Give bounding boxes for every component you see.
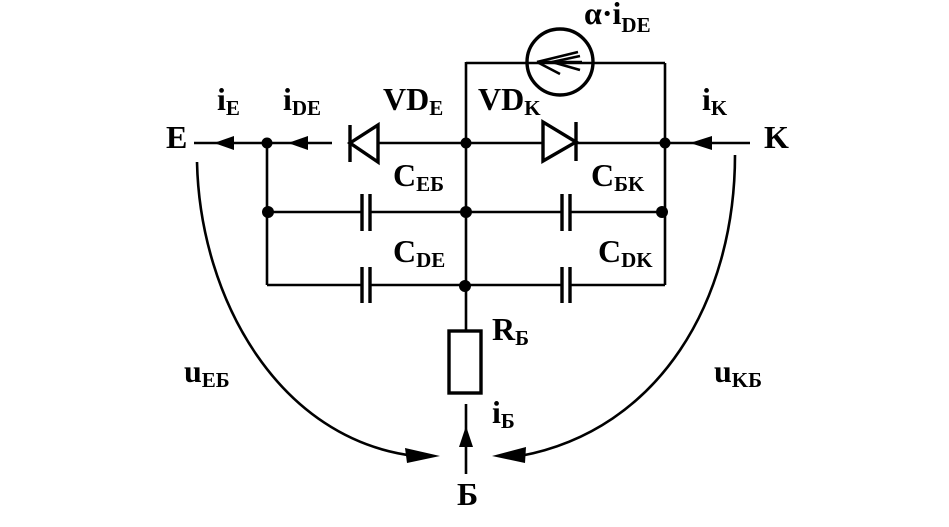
current-source-icon (525, 27, 595, 97)
arrow-ide-icon (288, 136, 308, 150)
node-left-mid (262, 206, 274, 218)
voltage-eb-arc (195, 161, 416, 458)
current-source-label: α·iDE (584, 0, 651, 37)
label-ceb: CEБ (393, 157, 444, 196)
label-vdk: VDK (478, 81, 541, 120)
capacitor-cbk-icon (560, 194, 572, 231)
terminal-collector: K (764, 119, 789, 155)
label-ukb: uKБ (714, 353, 762, 392)
label-ib: iБ (492, 394, 515, 433)
arrow-ukb-icon (492, 447, 526, 463)
label-vde: VDE (383, 81, 443, 120)
label-ueb: uEБ (184, 353, 230, 392)
label-cde: CDE (393, 233, 445, 272)
node-collector (659, 137, 671, 149)
voltage-kb-arc (519, 154, 737, 458)
node-center-mid (460, 206, 472, 218)
capacitor-cdk-icon (560, 267, 572, 303)
node-right-mid (656, 206, 668, 218)
diode-vdk-icon (541, 118, 580, 164)
arrow-ie-icon (214, 136, 234, 150)
label-ide: iDE (283, 81, 321, 120)
label-cbk: CБK (591, 157, 645, 196)
label-rb: RБ (492, 311, 529, 350)
label-ik: iK (702, 81, 728, 120)
terminal-base: Б (457, 476, 478, 512)
node-emitter (261, 137, 273, 149)
node-top-center (460, 137, 472, 149)
node-center-low (459, 280, 471, 292)
capacitor-ceb-icon (360, 194, 372, 231)
arrow-ik-icon (690, 136, 712, 150)
arrow-ueb-icon (405, 448, 440, 463)
capacitor-cde-icon (360, 267, 372, 303)
label-cdk: CDK (598, 233, 653, 272)
terminal-emitter: E (166, 119, 187, 155)
arrow-ib-icon (459, 426, 473, 447)
label-ie: iE (217, 81, 240, 120)
resistor-rb-icon (447, 329, 483, 395)
diode-vde-icon (346, 121, 380, 166)
